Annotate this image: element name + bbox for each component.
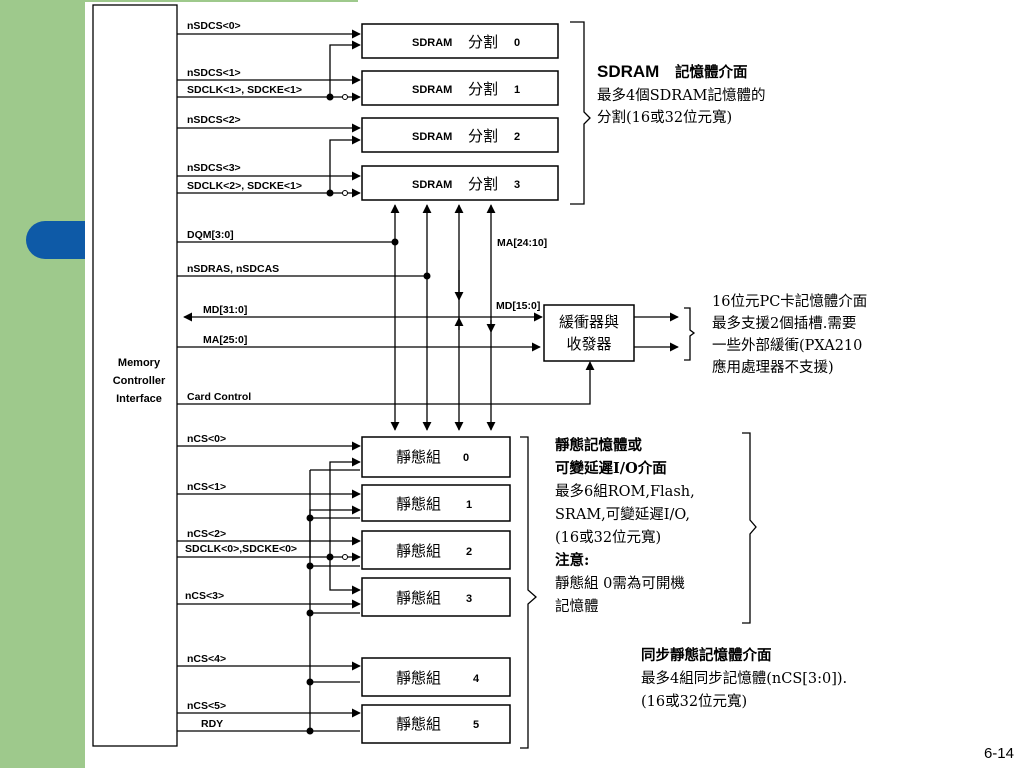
pccard-brace [684,307,696,361]
signal-sdclk1: SDCLK<1>, SDCKE<1> [187,84,302,96]
signal-ncs0: nCS<0> [187,433,226,445]
static-block-3-zh: 靜態組 [396,589,441,607]
sdram-note-title-en: SDRAM [597,62,659,81]
sdram-block-3-num: 3 [514,179,520,191]
mci-label-line1: Memory [118,357,161,369]
sdram-block-2 [361,117,559,153]
static-note-line1: 靜態記憶體或 [555,436,642,454]
static-block-1 [361,484,511,522]
static-block-0-zh: 靜態組 [396,448,441,466]
static-block-0 [361,436,511,478]
static-block-3-num: 3 [466,593,472,605]
top-green-strip [85,0,358,2]
signal-nsdcs2: nSDCS<2> [187,114,241,126]
sync-note-line3: (16或32位元寬) [641,692,747,710]
sdram-block-3 [361,165,559,201]
static-note-line3: 最多6組ROM,Flash, [555,483,695,500]
sdram-note-line1: 最多4個SDRAM記憶體的 [597,87,766,104]
static-note-brace [742,432,757,624]
sdram-block-0-zh: 分割 [468,33,498,51]
sdram-block-3-en: SDRAM [412,179,452,191]
signal-md: MD[31:0] [203,304,247,316]
sdram-note-title-zh: 記憶體介面 [675,63,748,81]
signal-dqm: DQM[3:0] [187,229,234,241]
static-note-line7: 靜態組 0需為可開機 [555,575,685,592]
sdram-block-3-zh: 分割 [468,175,498,193]
sdram-block-2-en: SDRAM [412,131,452,143]
sdram-block-2-num: 2 [514,131,520,143]
sync-note-line1: 同步靜態記憶體介面 [641,646,772,664]
sdram-block-0 [361,23,559,59]
signal-ncs5: nCS<5> [187,700,226,712]
buffer-label-line1: 緩衝器與 [559,313,619,331]
static-block-2 [361,530,511,570]
static-block-1-zh: 靜態組 [396,495,441,513]
sdram-block-0-num: 0 [514,37,520,49]
memory-controller-box [92,4,178,747]
signal-nsdcs3: nSDCS<3> [187,162,241,174]
signal-ncs4: nCS<4> [187,653,226,665]
signal-ncs2: nCS<2> [187,528,226,540]
signal-sdclk0: SDCLK<0>,SDCKE<0> [185,543,297,555]
bus-label-md: MD[15:0] [496,300,540,312]
signal-ncs3: nCS<3> [185,590,224,602]
static-block-5-zh: 靜態組 [396,715,441,733]
sdram-brace [570,21,591,205]
sdram-block-1-zh: 分割 [468,80,498,98]
static-block-4-num: 4 [473,673,480,685]
signal-nsdcs1: nSDCS<1> [187,67,241,79]
buffer-label-line2: 收發器 [566,335,611,353]
signal-rdy: RDY [201,718,223,730]
pccard-note-line2: 最多支援2個插槽.需要 [712,315,856,332]
sdram-block-1-en: SDRAM [412,84,452,96]
static-note-line6: 注意: [555,551,589,569]
static-block-2-num: 2 [466,546,472,558]
sdram-block-2-zh: 分割 [468,127,498,145]
signal-sdclk2: SDCLK<2>, SDCKE<1> [187,180,302,192]
pccard-note-line1: 16位元PC卡記憶體介面 [712,293,867,310]
mci-label-line2: Controller [113,375,166,387]
static-brace [520,436,537,749]
static-block-4-zh: 靜態組 [396,669,441,687]
static-note-line8: 記憶體 [555,598,599,615]
pccard-note-line3: 一些外部緩衝(PXA210 [712,337,862,354]
static-block-4 [361,657,511,697]
left-blue-tab [26,221,85,259]
static-block-5 [361,704,511,744]
static-block-0-num: 0 [463,452,469,464]
signal-nsdcs0: nSDCS<0> [187,20,241,32]
signal-nsdras: nSDRAS, nSDCAS [187,263,279,275]
sdram-block-0-en: SDRAM [412,37,452,49]
pccard-note-line4: 應用處理器不支援) [712,358,834,376]
static-block-2-zh: 靜態組 [396,542,441,560]
mci-label-line3: Interface [116,393,162,405]
sync-note-line2: 最多4組同步記憶體(nCS[3:0]). [641,670,847,687]
static-block-5-num: 5 [473,719,479,731]
sdram-block-1 [361,70,559,106]
static-block-1-num: 1 [466,499,472,511]
static-block-3 [361,577,511,617]
left-decorative-band [0,0,85,768]
page-number: 6-14 [983,745,1014,762]
signal-ma: MA[25:0] [203,334,247,346]
signal-card-control: Card Control [187,391,251,403]
sdram-block-1-num: 1 [514,84,520,96]
bus-label-ma: MA[24:10] [497,237,547,249]
static-note-line5: (16或32位元寬) [555,528,661,546]
static-note-line2: 可變延遲I/O介面 [555,459,667,477]
static-note-line4: SRAM,可變延遲I/O, [555,506,690,523]
sdram-note-line2: 分割(16或32位元寬) [597,108,732,126]
buffer-transceiver-block [543,304,635,362]
signal-ncs1: nCS<1> [187,481,226,493]
